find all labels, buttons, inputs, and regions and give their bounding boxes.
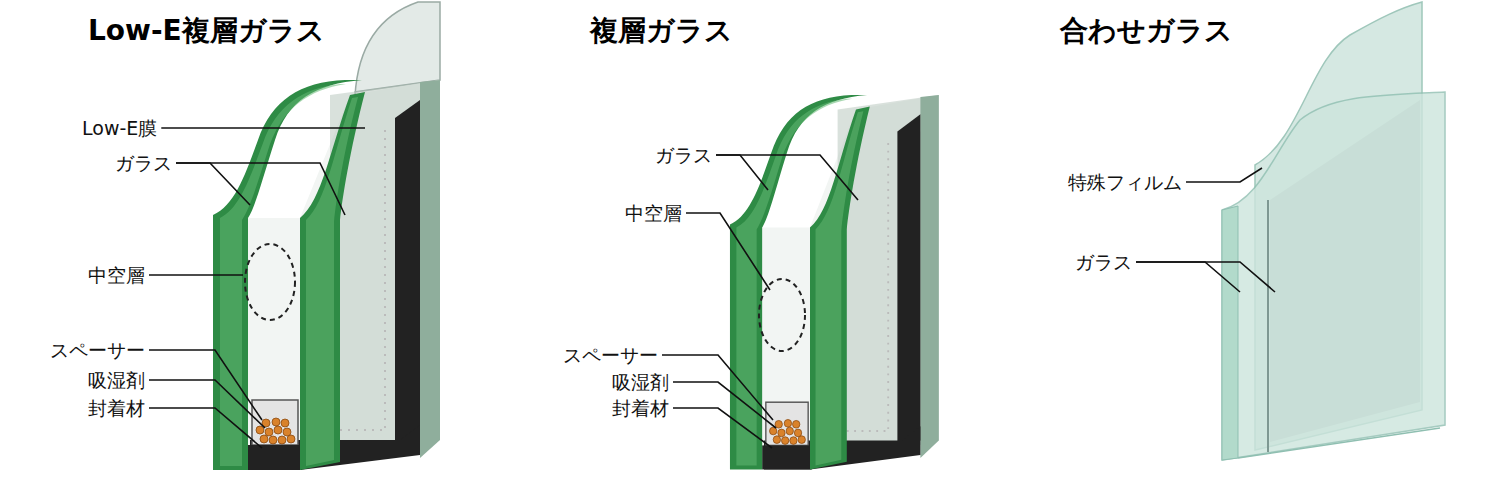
part-label: ガラス [1075,250,1132,274]
panel-heading: Low-E複層ガラス [88,14,325,48]
leader-line [161,127,365,129]
panel-heading: 複層ガラス [590,14,733,48]
part-label: 吸湿剤 [612,370,669,394]
leader-line [1136,262,1275,292]
leader-line [1186,168,1262,182]
part-label: ガラス [115,151,172,175]
part-label: 吸湿剤 [88,368,145,392]
leader-line [176,163,250,205]
leader-line [686,213,770,290]
panel-heading: 合わせガラス [1060,14,1233,48]
part-label: Low-E膜 [82,116,157,140]
part-label: 封着材 [612,396,669,420]
leader-line [149,380,265,428]
part-label: 封着材 [88,396,145,420]
leader-line [149,408,262,448]
leader-line [673,382,776,428]
leader-line [716,155,858,200]
leader-line [662,355,773,420]
part-label: 中空層 [625,201,682,225]
part-label: 中空層 [88,263,145,287]
leader-line [1136,262,1240,292]
leader-line [673,408,772,448]
part-label: スペーサー [563,343,658,367]
leader-line [176,163,345,215]
part-label: スペーサー [50,338,145,362]
leader-line [149,274,243,276]
leader-line [716,155,768,190]
part-label: ガラス [655,143,712,167]
part-label: 特殊フィルム [1068,170,1182,194]
